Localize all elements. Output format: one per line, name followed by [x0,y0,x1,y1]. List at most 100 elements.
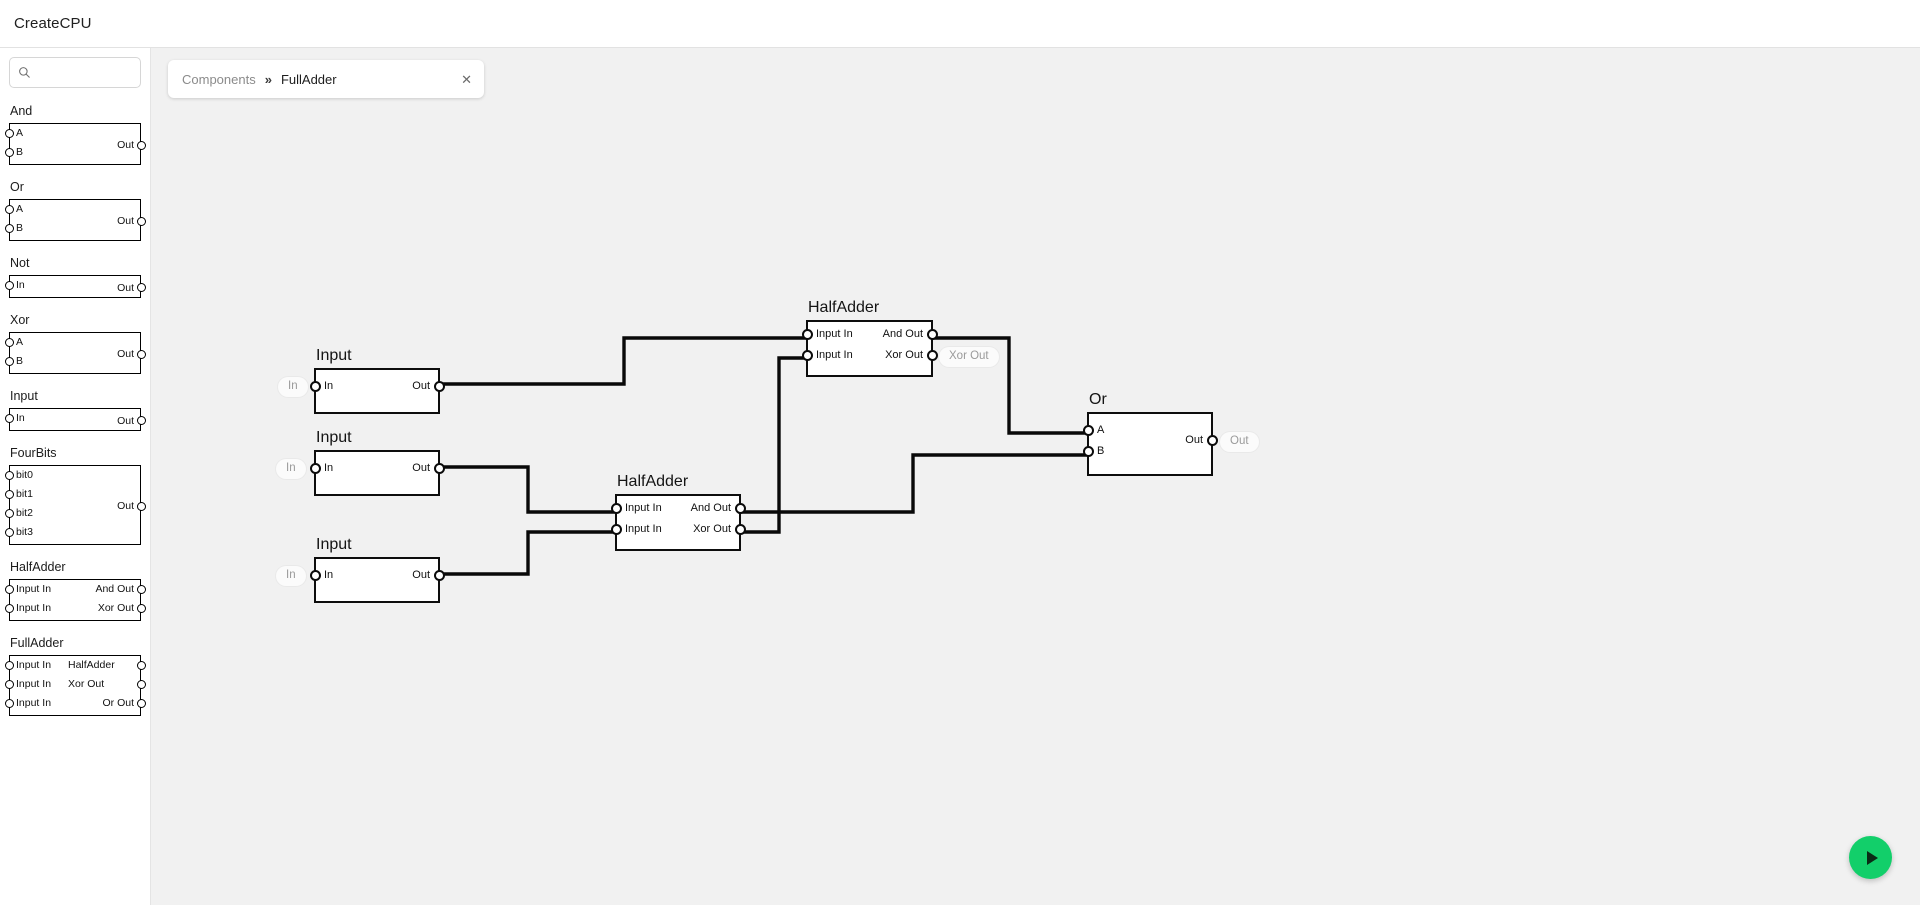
node-output-pin[interactable] [734,523,746,535]
palette-input-pin[interactable] [4,147,14,157]
palette-item-label: Not [10,256,30,270]
node-input-pin[interactable] [309,462,321,474]
palette-input-pin[interactable] [4,603,14,613]
wire-2[interactable] [738,356,808,534]
palette-input-pin[interactable] [4,223,14,233]
node-input-pin[interactable] [309,569,321,581]
node-output-pin[interactable] [433,462,445,474]
node-output-pin[interactable] [1206,434,1218,446]
node-output-pin[interactable] [926,349,938,361]
wire-1[interactable] [738,453,1089,514]
breadcrumb-root[interactable]: Components [182,71,256,87]
node-input-pin[interactable] [801,349,813,361]
palette-input-pin[interactable] [4,128,14,138]
palette-input-pin[interactable] [4,470,14,480]
palette-output-pin[interactable] [136,416,146,425]
palette-output-pin[interactable] [136,216,146,226]
palette-output-pin[interactable] [136,660,146,670]
node-input-pin[interactable] [309,380,321,392]
canvas-node-title: HalfAdder [808,299,880,317]
palette-output-pin[interactable] [136,140,146,150]
pin-name-badge: In [278,377,308,397]
run-simulation-button[interactable] [1849,836,1892,879]
palette-output-pin[interactable] [136,603,146,613]
palette-input-pin[interactable] [4,489,14,499]
palette-input-pin[interactable] [4,413,14,423]
node-output-pin[interactable] [926,328,938,340]
palette-input-pin[interactable] [4,280,14,290]
palette-output-pin[interactable] [136,679,146,689]
palette-input-pin[interactable] [4,527,14,537]
palette-output-pin[interactable] [136,349,146,359]
node-output-pin-label: Xor Out [885,349,923,361]
node-input-pin-label: In [324,569,334,581]
palette-input-pin[interactable] [4,679,14,689]
node-input-pin[interactable] [610,502,622,514]
wire-4[interactable] [438,465,617,514]
palette-input-pin[interactable] [4,698,14,708]
node-output-pin[interactable] [433,380,445,392]
tab-fulladder[interactable]: Components » FullAdder ✕ [168,60,484,98]
breadcrumb-separator-icon: » [264,71,272,87]
node-input-pin-label: Input In [816,328,853,340]
palette-input-pin[interactable] [4,337,14,347]
close-icon[interactable]: ✕ [461,71,472,87]
canvas-node-title: Input [316,347,352,365]
node-input-pin[interactable] [1082,424,1094,436]
wire-5[interactable] [438,530,617,576]
palette-input-pin[interactable] [4,584,14,594]
palette-input-pin[interactable] [4,204,14,214]
palette-input-pin-label: B [16,355,24,367]
node-input-pin-label: B [1097,445,1105,457]
palette-input-pin[interactable] [4,660,14,670]
node-input-pin[interactable] [1082,445,1094,457]
node-output-pin[interactable] [734,502,746,514]
palette-output-pin[interactable] [136,283,146,292]
palette-input-pin[interactable] [4,356,14,366]
search-input[interactable] [36,65,132,80]
search-box[interactable] [9,57,141,88]
pin-name-badge: In [276,459,306,479]
node-output-pin[interactable] [433,569,445,581]
palette-output-pin[interactable] [136,698,146,708]
breadcrumb-current: FullAdder [280,71,337,87]
wire-0[interactable] [438,336,808,386]
palette-input-pin[interactable] [4,508,14,518]
palette-output-pin[interactable] [136,501,146,511]
node-input-pin[interactable] [610,523,622,535]
palette-output-pin[interactable] [136,584,146,594]
node-input-pin-label: In [324,380,334,392]
node-input-pin[interactable] [801,328,813,340]
palette-input-pin-label: bit1 [16,488,33,500]
